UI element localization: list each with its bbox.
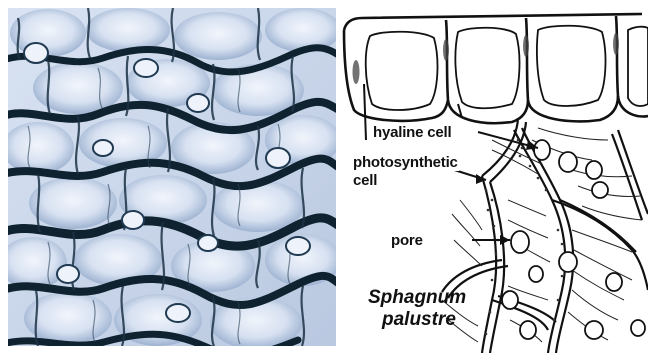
micrograph-svg	[8, 8, 336, 346]
species-name-epithet: palustre	[382, 310, 456, 330]
label-hyaline-cell: hyaline cell	[372, 124, 452, 141]
species-name-genus: Sphagnum	[368, 288, 466, 308]
label-photosynthetic-cell-line1: photosynthetic	[352, 154, 459, 171]
cell-drawing: hyaline cell photosynthetic cell pore Sp…	[342, 0, 648, 353]
label-pore: pore	[390, 232, 424, 249]
micrograph-image	[8, 8, 336, 346]
label-photosynthetic-cell-line2: cell	[352, 172, 378, 189]
